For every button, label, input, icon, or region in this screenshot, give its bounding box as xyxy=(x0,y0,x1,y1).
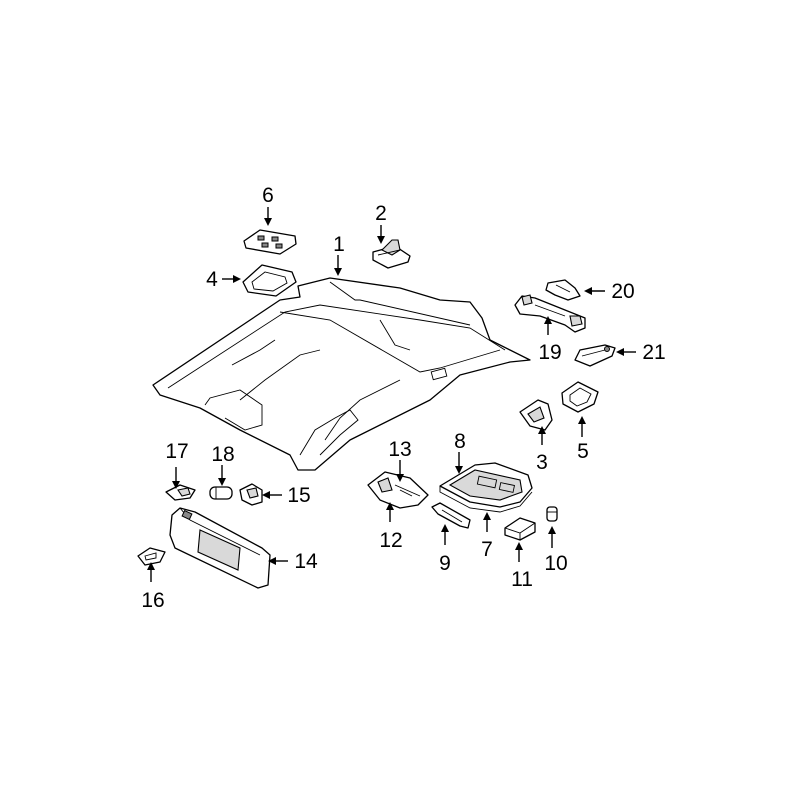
console-part-8 xyxy=(439,462,533,513)
callout-4: 4 xyxy=(206,268,218,291)
clip-part-17 xyxy=(165,484,196,501)
bezel-part-3 xyxy=(519,399,553,431)
lens-part-6 xyxy=(243,229,297,255)
callout-7: 7 xyxy=(481,538,493,561)
callout-11: 11 xyxy=(511,568,533,591)
callout-21: 21 xyxy=(642,341,665,364)
callout-5: 5 xyxy=(577,440,589,463)
grab-handle-part-19 xyxy=(514,294,586,333)
map-light-part-12 xyxy=(367,471,429,509)
light-part-21 xyxy=(574,344,616,367)
callout-6: 6 xyxy=(262,184,274,207)
bezel-part-5 xyxy=(561,381,599,413)
clip-part-2 xyxy=(372,239,411,269)
callout-labels: 1 2 3 4 5 6 7 8 9 10 11 12 13 14 15 16 1… xyxy=(141,184,665,612)
callout-20: 20 xyxy=(611,280,634,303)
bracket-part-20 xyxy=(545,279,581,301)
callout-3: 3 xyxy=(536,451,548,474)
bracket-part-9 xyxy=(431,502,471,529)
bulb-part-10 xyxy=(546,506,558,522)
callout-10: 10 xyxy=(544,552,567,575)
leader-arrows xyxy=(147,207,636,582)
callout-17: 17 xyxy=(165,440,188,463)
headliner-part xyxy=(152,277,531,471)
holder-part-15 xyxy=(239,483,263,506)
rod-part-18 xyxy=(209,486,233,500)
callout-14: 14 xyxy=(294,550,318,573)
callout-16: 16 xyxy=(141,589,164,612)
callout-18: 18 xyxy=(211,443,234,466)
callout-13: 13 xyxy=(388,438,411,461)
callout-19: 19 xyxy=(538,341,561,364)
callout-8: 8 xyxy=(454,430,466,453)
module-part-11 xyxy=(504,517,536,541)
sun-visor-part-14 xyxy=(169,507,271,589)
callout-9: 9 xyxy=(439,552,451,575)
callout-1: 1 xyxy=(333,233,345,256)
callout-2: 2 xyxy=(375,202,387,225)
callout-15: 15 xyxy=(287,484,310,507)
bezel-part-4 xyxy=(242,264,297,297)
callout-12: 12 xyxy=(379,529,402,552)
clip-part-16 xyxy=(137,547,166,566)
